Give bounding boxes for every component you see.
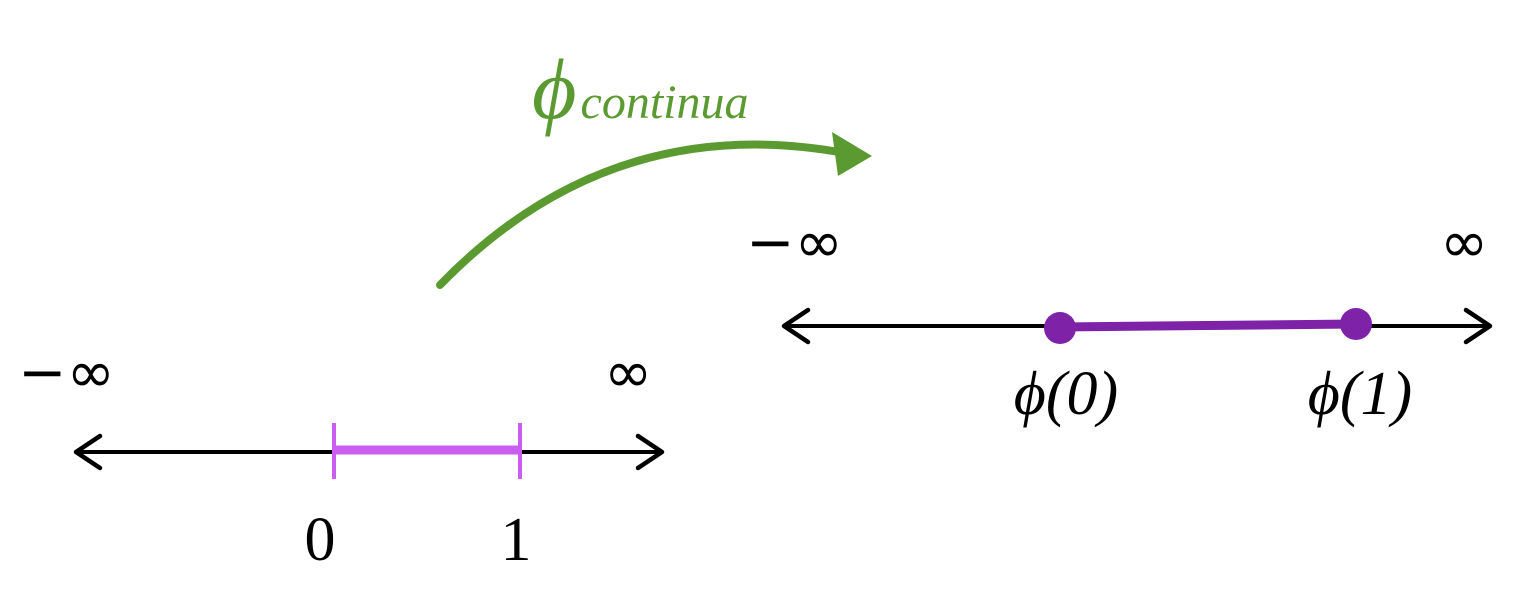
right-point-1-label: ϕ(1) <box>1308 360 1412 428</box>
right-point-1 <box>1340 308 1372 340</box>
right-neg-inf-label: −∞ <box>746 208 843 276</box>
left-neg-inf-label: −∞ <box>18 338 115 406</box>
right-point-0-label: ϕ(0) <box>1014 360 1118 428</box>
right-point-0 <box>1044 312 1076 344</box>
left-tick-1-label: 1 <box>501 506 532 574</box>
left-axis-arrow-right <box>635 433 665 471</box>
mapping-arrow-head <box>832 132 872 176</box>
mapping-label: ϕcontinua <box>532 41 749 137</box>
right-pos-inf-label: ∞ <box>1440 208 1488 276</box>
mapping-symbol: ϕ <box>532 41 577 137</box>
right-interval <box>1059 319 1357 332</box>
mapping-arrow-curve <box>436 140 849 289</box>
mapping-subscript: continua <box>581 76 749 129</box>
left-number-line: −∞ ∞ 0 1 <box>18 338 665 574</box>
left-tick-0-label: 0 <box>305 506 336 574</box>
right-axis-arrow-left <box>781 307 811 345</box>
mapping-arrow <box>436 132 872 289</box>
right-number-line: −∞ ∞ ϕ(0) ϕ(1) <box>746 208 1493 428</box>
right-axis-arrow-right <box>1463 307 1493 345</box>
left-pos-inf-label: ∞ <box>604 338 652 406</box>
left-axis-arrow-left <box>73 433 103 471</box>
